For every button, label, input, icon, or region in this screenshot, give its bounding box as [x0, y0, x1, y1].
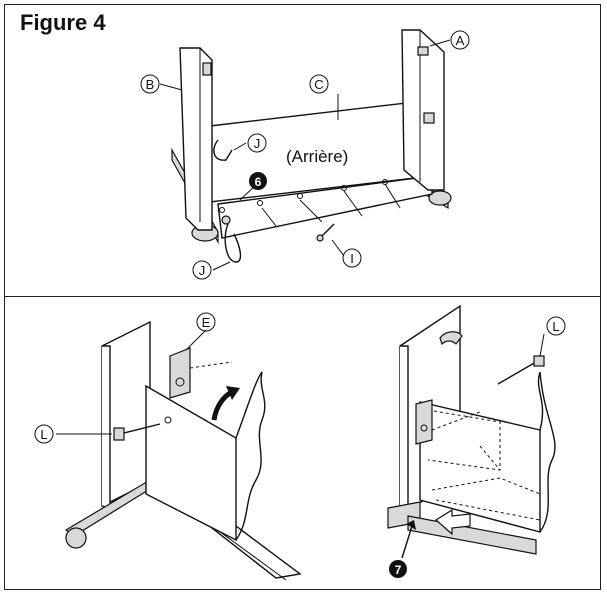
label-j-lower: J: [192, 260, 212, 280]
svg-text:6: 6: [255, 175, 262, 189]
svg-text:J: J: [199, 263, 206, 278]
svg-text:L: L: [552, 319, 559, 334]
label-rear: (Arrière): [286, 147, 348, 166]
svg-text:C: C: [314, 77, 323, 92]
svg-text:E: E: [202, 315, 211, 330]
figure-frame: [4, 4, 601, 590]
panel-divider: [4, 296, 601, 297]
label-i: I: [342, 248, 362, 268]
svg-text:B: B: [146, 77, 155, 92]
svg-text:J: J: [254, 136, 261, 151]
figure-title: Figure 4: [20, 10, 106, 35]
detail-right: [387, 304, 556, 559]
svg-text:L: L: [40, 427, 47, 442]
label-j-upper: J: [247, 133, 267, 153]
svg-text:7: 7: [395, 563, 402, 577]
svg-text:A: A: [456, 33, 465, 48]
step-7-marker: 7: [389, 560, 407, 578]
svg-text:(Arrière): (Arrière): [286, 147, 348, 166]
label-e: E: [196, 312, 216, 332]
label-l-left: L: [34, 424, 54, 444]
svg-text:I: I: [350, 251, 354, 266]
label-a: A: [450, 30, 470, 50]
overview-assembly: [159, 29, 452, 271]
step-6-marker: 6: [249, 172, 267, 190]
label-l-right: L: [546, 316, 566, 336]
detail-left: [56, 320, 302, 581]
label-c: C: [309, 74, 329, 94]
label-b: B: [140, 74, 160, 94]
